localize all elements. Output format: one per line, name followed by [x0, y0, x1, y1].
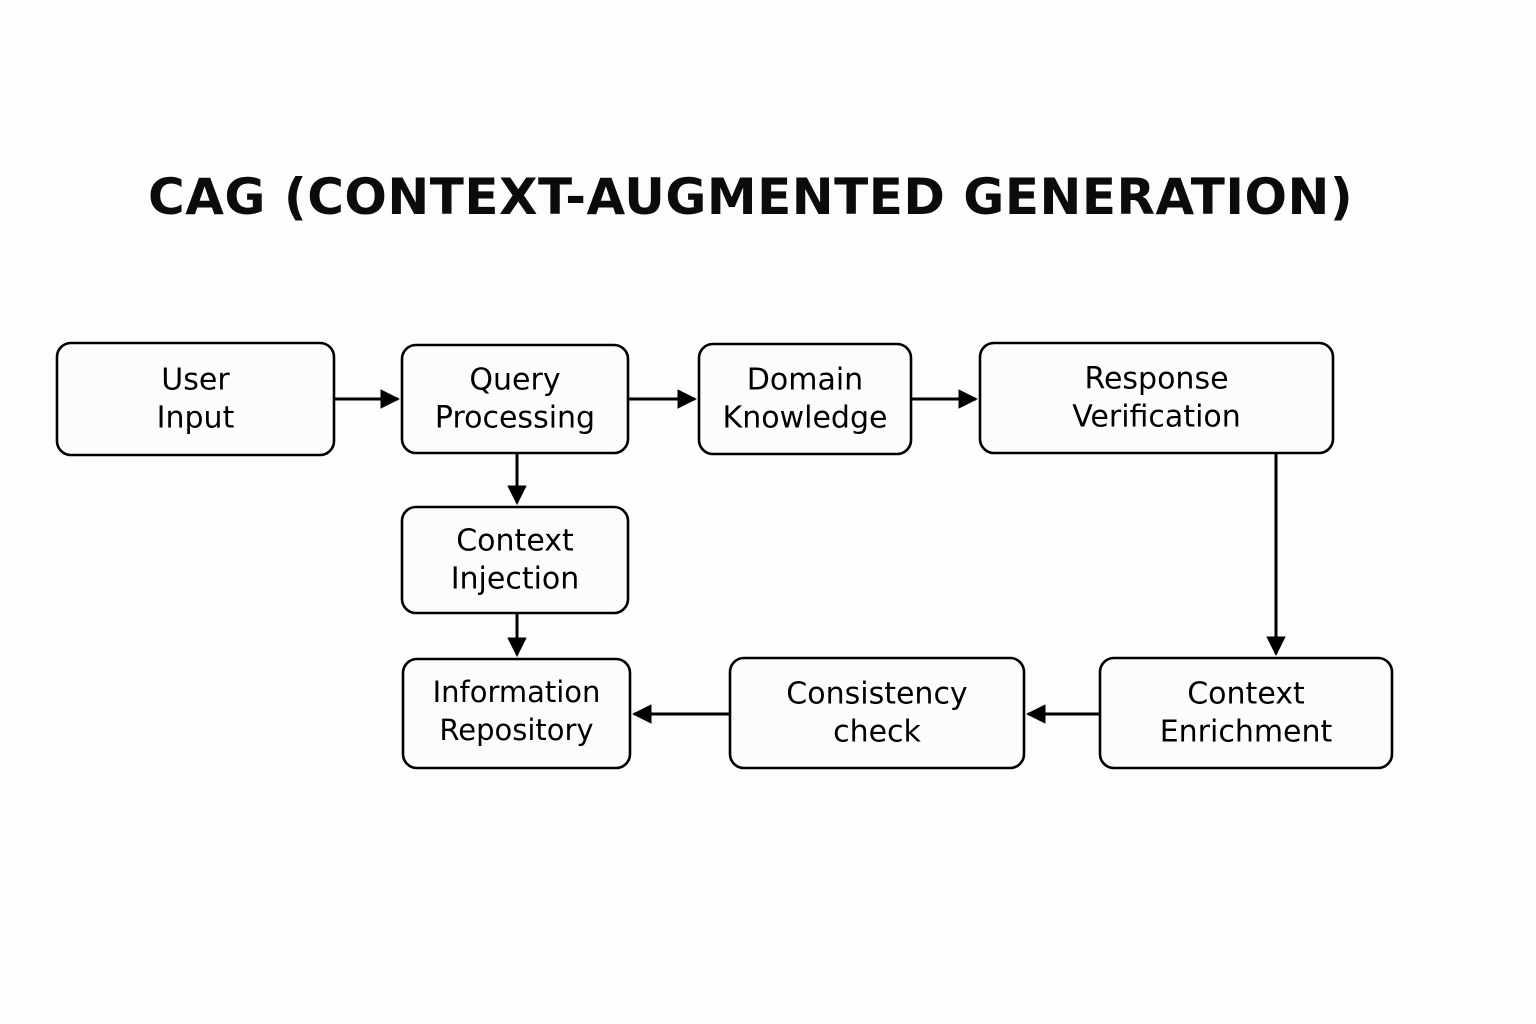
page-title: CAG (CONTEXT-AUGMENTED GENERATION) [148, 168, 1354, 226]
node-domain-knowledge-shape[interactable] [697, 342, 913, 456]
node-user-input-label-line2: Input [157, 401, 235, 436]
node-context-enrichment[interactable]: Context Enrichment [1098, 656, 1394, 770]
node-context-enrichment-label-line2: Enrichment [1160, 715, 1333, 750]
edges-layer [334, 389, 1286, 724]
node-information-repository-label-line2: Repository [439, 713, 593, 747]
node-response-verification-label-line2: Verification [1072, 400, 1241, 435]
node-context-injection-shape[interactable] [400, 505, 630, 615]
node-context-enrichment-label-line1: Context [1187, 677, 1305, 712]
node-query-processing-label-line2: Processing [435, 401, 595, 436]
node-user-input-label-line1: User [161, 363, 230, 398]
node-response-verification[interactable]: Response Verification [978, 341, 1335, 455]
node-consistency-check-shape[interactable] [728, 656, 1026, 770]
nodes-layer: User Input Query Processing Domain Knowl… [55, 341, 1394, 770]
node-consistency-check-label-line1: Consistency [786, 677, 967, 712]
node-response-verification-shape[interactable] [978, 341, 1335, 455]
node-consistency-check-label-line2: check [833, 715, 921, 750]
node-domain-knowledge[interactable]: Domain Knowledge [697, 342, 913, 456]
node-domain-knowledge-label-line1: Domain [747, 363, 863, 398]
node-user-input-shape[interactable] [55, 341, 336, 457]
node-information-repository[interactable]: Information Repository [401, 657, 632, 770]
node-context-injection-label-line2: Injection [451, 562, 580, 597]
node-information-repository-shape[interactable] [401, 657, 632, 770]
node-query-processing-label-line1: Query [469, 363, 560, 398]
node-context-enrichment-shape[interactable] [1098, 656, 1394, 770]
node-query-processing-shape[interactable] [400, 343, 630, 455]
node-context-injection[interactable]: Context Injection [400, 505, 630, 615]
node-information-repository-label-line1: Information [433, 675, 601, 709]
node-response-verification-label-line1: Response [1084, 362, 1228, 397]
node-context-injection-label-line1: Context [456, 524, 574, 559]
node-query-processing[interactable]: Query Processing [400, 343, 630, 455]
node-domain-knowledge-label-line2: Knowledge [723, 401, 888, 436]
node-consistency-check[interactable]: Consistency check [728, 656, 1026, 770]
node-user-input[interactable]: User Input [55, 341, 336, 457]
